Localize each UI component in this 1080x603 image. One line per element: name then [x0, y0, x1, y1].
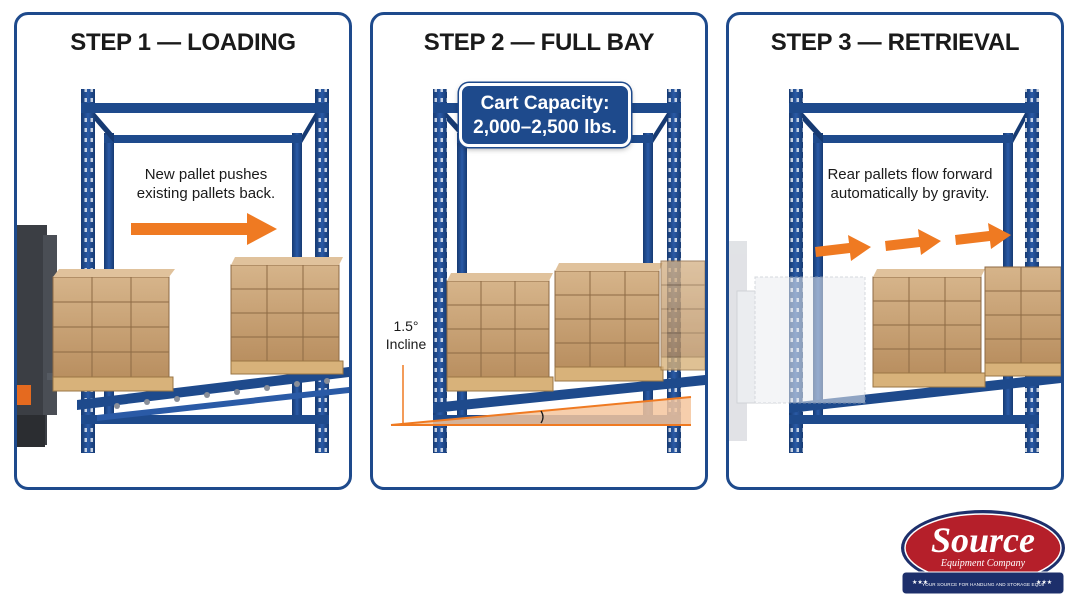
retrieval-caption: Rear pallets flow forward automatically … [827, 166, 993, 202]
rack-bottom-beam [81, 415, 329, 424]
rack-beam-back [104, 135, 302, 143]
step-1-panel: STEP 1 — LOADING [14, 12, 352, 490]
logo-subtitle: Equipment Company [940, 558, 1026, 569]
pallet-load-middle [554, 263, 664, 382]
panel-title: STEP 2 — FULL BAY [423, 29, 655, 56]
logo-wordmark: Source [930, 520, 1035, 560]
panel-title: STEP 1 — LOADING [70, 29, 296, 56]
svg-text:★★★: ★★★ [912, 579, 928, 586]
pallet-load-front [446, 273, 554, 392]
loading-scene [17, 89, 349, 453]
ghost-forklift [729, 241, 866, 441]
panel-title: STEP 3 — RETRIEVAL [770, 29, 1020, 56]
pallet-load-forward [872, 269, 986, 388]
incline-label: 1.5° Incline [385, 318, 427, 352]
flow-arrow [885, 229, 941, 255]
pallet-load-new [52, 269, 175, 392]
retrieval-scene [729, 89, 1061, 453]
pallet-load-rear [660, 260, 705, 371]
push-arrow [131, 213, 277, 245]
pallet-load-existing [230, 257, 344, 375]
pallet-load-rear [984, 266, 1061, 377]
rack-top-beam [81, 103, 329, 113]
step-3-panel: STEP 3 — RETRIEVAL [726, 12, 1064, 490]
flow-arrow [955, 223, 1011, 249]
flow-arrow [815, 235, 871, 261]
incline-rail [77, 367, 349, 410]
step-2-panel: STEP 2 — FULL BAY [370, 12, 708, 490]
loading-caption: New pallet pushes existing pallets back. [136, 166, 276, 202]
source-equipment-logo[interactable]: ★★★ ★★★ Source Equipment Company YOUR SO… [898, 508, 1068, 596]
cart-capacity-badge: Cart Capacity: 2,000–2,500 lbs. [459, 83, 631, 147]
logo-tagline: YOUR SOURCE FOR HANDLING AND STORAGE EQU… [922, 582, 1044, 587]
svg-text:★★★: ★★★ [1036, 579, 1052, 586]
